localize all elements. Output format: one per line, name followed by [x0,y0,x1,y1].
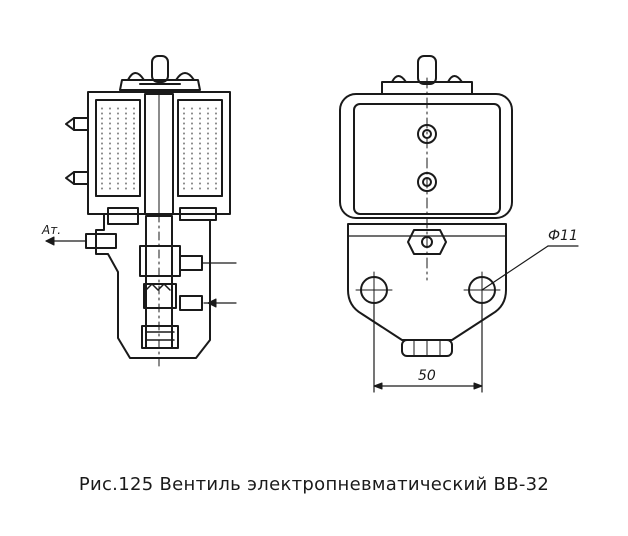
hole-spacing-label: 50 [418,368,436,384]
front-view [339,55,513,357]
figure-caption: Рис.125 Вентиль электропневматический ВВ… [78,474,550,495]
cover-plate [339,93,513,219]
hole-diameter-label: Ф11 [548,228,578,244]
side-port-label: Ат. [41,223,61,237]
centre-nut [407,229,447,255]
top-cap [119,55,201,91]
spacing-dimension [373,303,483,393]
diameter-dimension [481,245,579,291]
mounting-hole-left [355,271,393,309]
valve-body [45,207,237,367]
terminal-bolts [65,117,89,185]
cover-screw [417,124,437,144]
coil-housing [87,91,231,215]
cover-screw [417,172,437,192]
section-view [45,55,237,367]
base-flange [347,223,507,341]
